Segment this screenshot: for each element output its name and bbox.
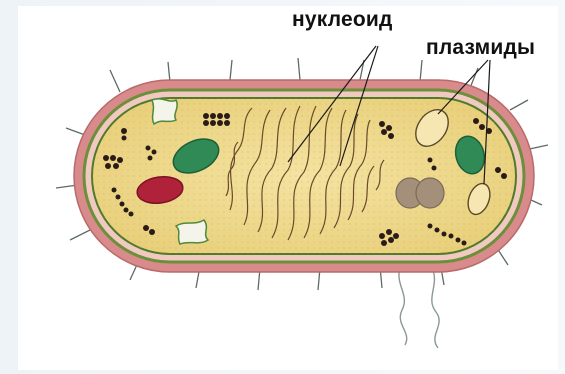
nucleoid-label: нуклеоид	[292, 8, 393, 32]
plasmids-label: плазмиды	[426, 36, 535, 60]
flagella	[399, 268, 439, 348]
brown-body	[396, 178, 444, 208]
